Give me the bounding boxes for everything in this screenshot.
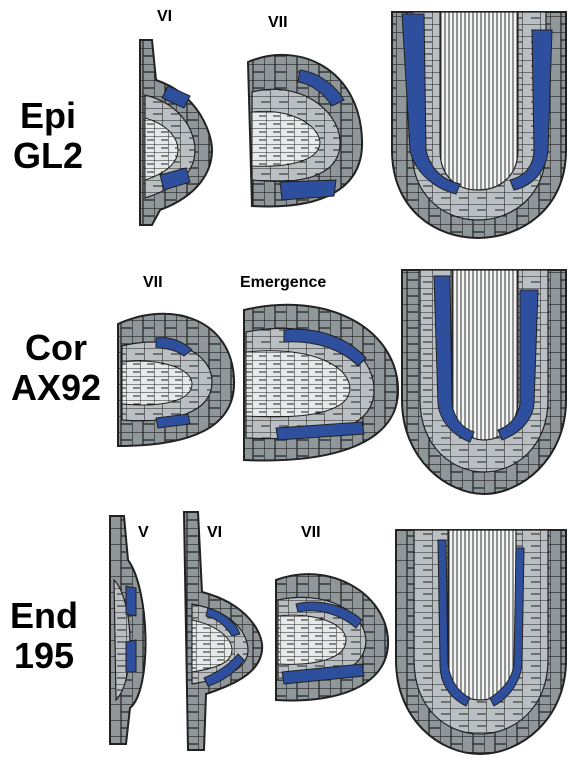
- end-stage-vii-primordium: [276, 574, 388, 700]
- epi-stage-vi-primordium: [140, 40, 212, 225]
- cor-mature-root: [402, 270, 566, 494]
- epi-stage-vii-primordium: [248, 55, 362, 207]
- cor-stage-vii-primordium: [118, 314, 234, 446]
- end-stage-v-primordium: [110, 516, 146, 744]
- end-mature-root: [396, 530, 566, 754]
- epi-mature-root: [392, 12, 566, 238]
- cor-emergence-primordium: [244, 305, 398, 461]
- end-stage-vi-primordium: [184, 512, 262, 750]
